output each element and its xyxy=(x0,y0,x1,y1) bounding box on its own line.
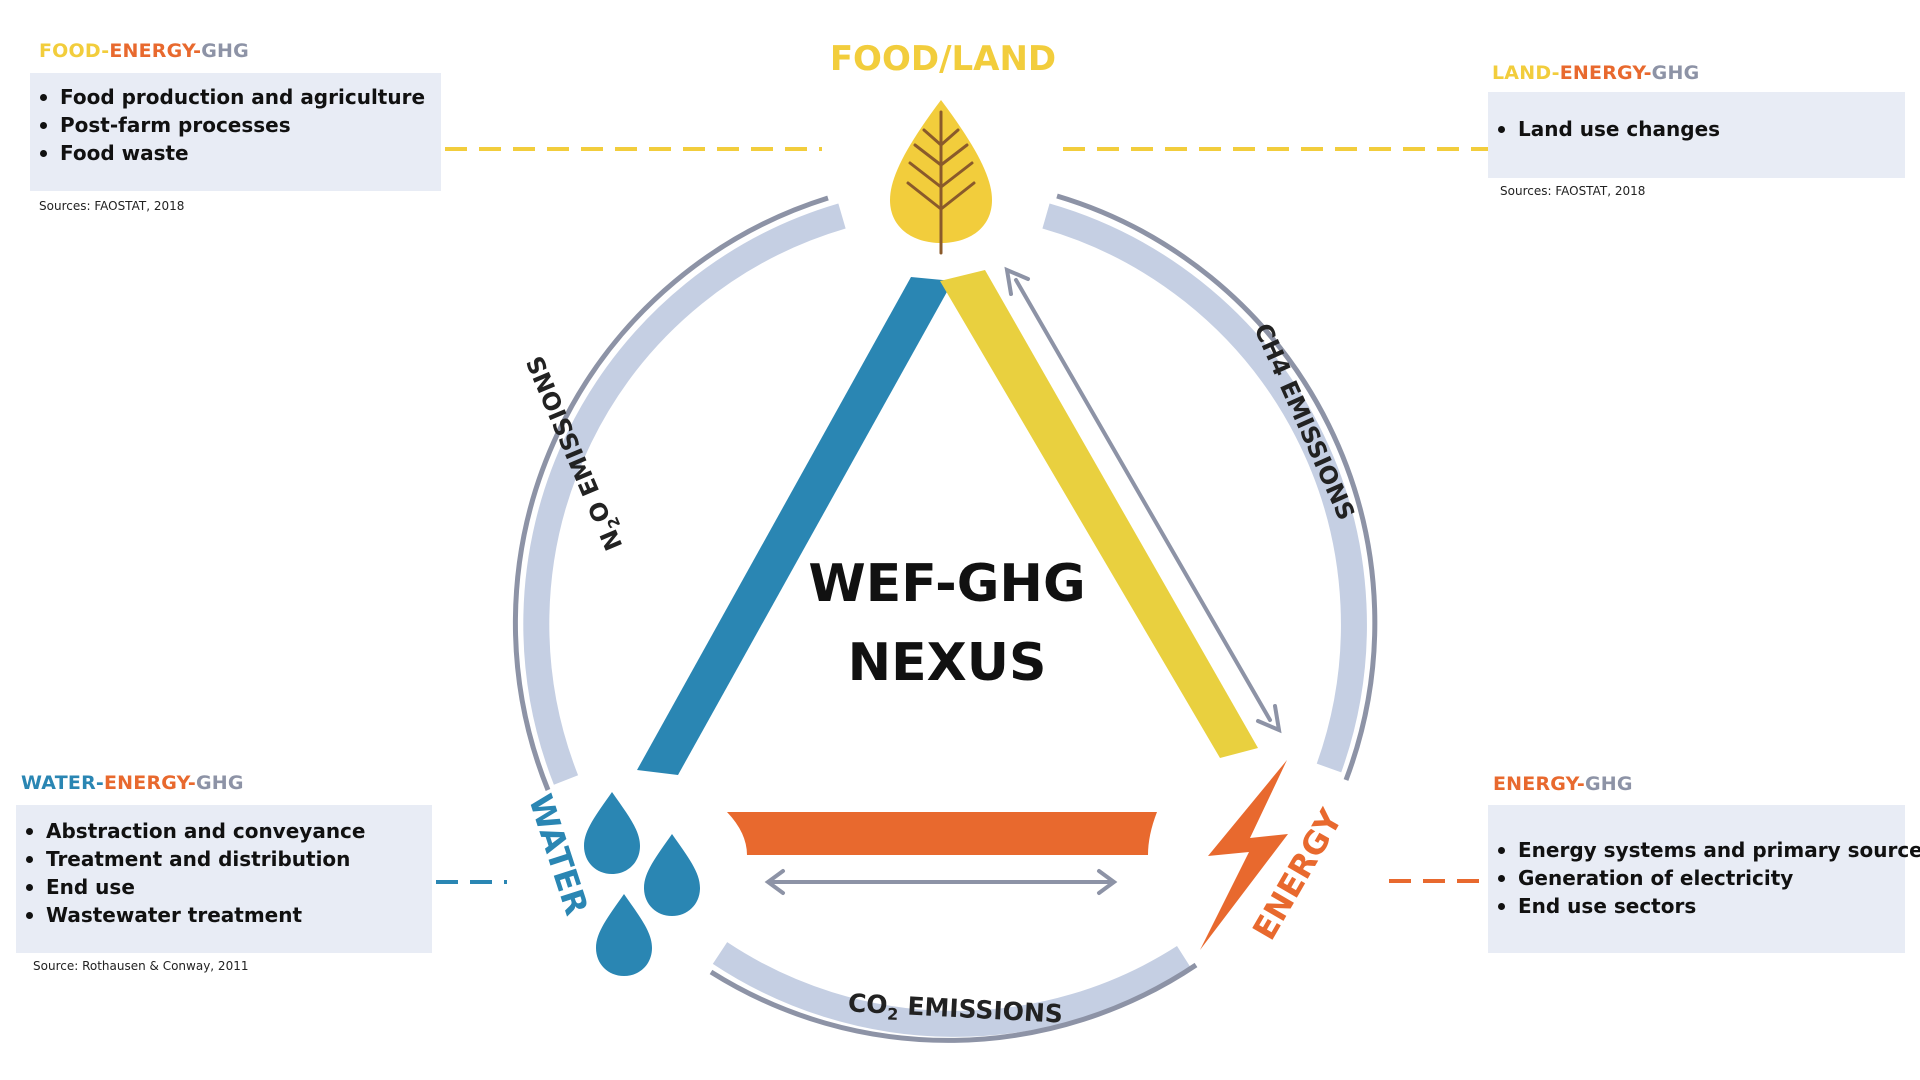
ch4-outer-line xyxy=(1056,193,1378,781)
n2o-outer-line xyxy=(512,195,829,791)
list-item: Energy systems and primary source xyxy=(1498,838,1920,862)
list-item: Post-farm processes xyxy=(40,111,441,139)
co2-emissions-band xyxy=(712,942,1191,1037)
co2-outer-line xyxy=(709,962,1198,1043)
list-item: Wastewater treatment xyxy=(26,901,432,929)
energy-label: ENERGY xyxy=(1245,802,1350,946)
ch4-emissions-label: CH4 EMISSIONS xyxy=(1248,319,1360,524)
energy-ghg-box: Energy systems and primary source Genera… xyxy=(1488,805,1920,953)
list-item: Treatment and distribution xyxy=(26,845,432,873)
water-energy-ghg-box: Abstraction and conveyance Treatment and… xyxy=(16,805,432,953)
n2o-emissions-band xyxy=(523,203,846,785)
food-energy-ghg-heading: FOOD-ENERGY-GHG xyxy=(39,40,249,62)
water-energy-side xyxy=(727,812,1157,855)
food-energy-side xyxy=(940,270,1258,758)
leaf-icon xyxy=(890,100,992,255)
water-drops-icon xyxy=(584,792,700,976)
water-food-side xyxy=(637,277,953,775)
list-item: Generation of electricity xyxy=(1498,864,1905,892)
water-label: WATER xyxy=(521,790,596,920)
center-title-line1: WEF-GHG xyxy=(808,554,1085,614)
list-item: Abstraction and conveyance xyxy=(26,817,432,845)
list-item: Food production and agriculture xyxy=(40,83,441,111)
co2-emissions-label: CO2 EMISSIONS xyxy=(847,988,1064,1032)
list-item: End use sectors xyxy=(1498,892,1905,920)
water-energy-ghg-heading: WATER-ENERGY-GHG xyxy=(21,772,244,794)
land-energy-source: Sources: FAOSTAT, 2018 xyxy=(1500,184,1646,198)
water-energy-arrow xyxy=(764,869,1118,895)
land-energy-ghg-heading: LAND-ENERGY-GHG xyxy=(1492,62,1700,84)
food-energy-source: Sources: FAOSTAT, 2018 xyxy=(39,199,185,213)
center-title-line2: NEXUS xyxy=(848,633,1047,693)
list-item: End use xyxy=(26,873,432,901)
list-item: Land use changes xyxy=(1498,115,1905,143)
lightning-bolt-icon xyxy=(1200,760,1288,950)
water-energy-source: Source: Rothausen & Conway, 2011 xyxy=(33,959,249,973)
list-item: Food waste xyxy=(40,139,441,167)
land-energy-ghg-box: Land use changes xyxy=(1488,92,1905,178)
energy-ghg-heading: ENERGY-GHG xyxy=(1493,773,1633,795)
food-energy-ghg-box: Food production and agriculture Post-far… xyxy=(30,73,441,191)
food-energy-arrow xyxy=(1004,266,1282,734)
ch4-emissions-band xyxy=(1042,203,1367,773)
food-land-label: FOOD/LAND xyxy=(830,39,1056,79)
